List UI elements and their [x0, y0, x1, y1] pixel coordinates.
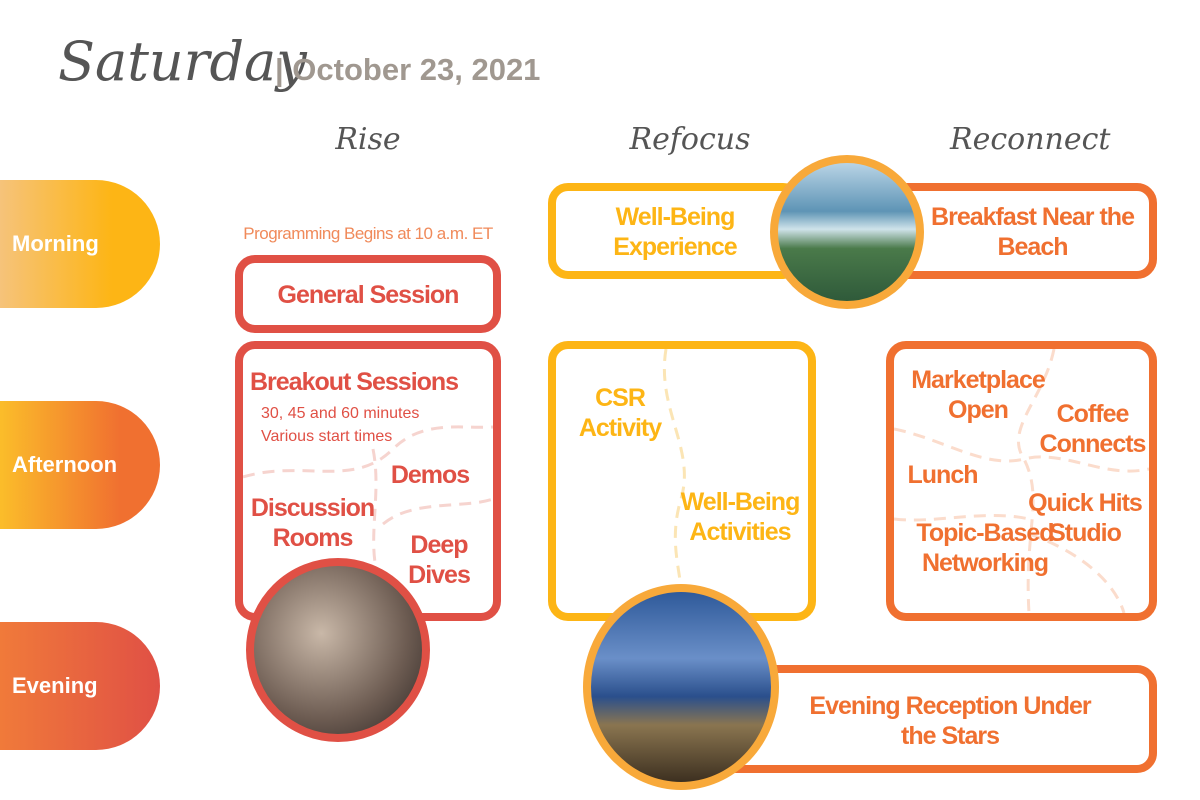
- day-title: Saturday: [58, 30, 307, 93]
- demos-label: Demos: [390, 461, 470, 489]
- marketplace-box: [886, 341, 1157, 621]
- row-label-evening: Evening: [0, 622, 160, 750]
- row-label-afternoon: Afternoon: [0, 401, 160, 529]
- column-header-reconnect: Reconnect: [950, 122, 1111, 157]
- column-header-refocus: Refocus: [629, 122, 751, 157]
- divider-lines: [662, 349, 686, 613]
- marketplace-label: Marketplace Open: [911, 366, 1046, 424]
- breakout-duration: 30, 45 and 60 minutes: [261, 405, 420, 422]
- topic-networking-label: Topic-Based Networking: [916, 519, 1054, 577]
- breakfast-box: [880, 183, 1157, 279]
- programming-note: Programming Begins at 10 a.m. ET: [243, 224, 493, 243]
- deep-dives-label: Deep Dives: [408, 531, 471, 589]
- networking-people-photo: [246, 558, 430, 742]
- general-session-box: [235, 255, 501, 333]
- evening-beach-photo: [583, 584, 779, 790]
- wellbeing-experience-label: Well-Being Experience: [613, 203, 737, 261]
- column-header-rise: Rise: [335, 122, 401, 157]
- divider-lines: [894, 349, 1149, 613]
- date-label: | October 23, 2021: [275, 52, 541, 87]
- coffee-connects-label: Coffee Connects: [1039, 400, 1147, 458]
- wellbeing-activities-label: Well-Being Activities: [680, 488, 801, 546]
- general-session-label: General Session: [277, 281, 460, 309]
- breakout-title: Breakout Sessions: [250, 368, 459, 396]
- lunch-label: Lunch: [907, 461, 979, 489]
- breakout-times: Various start times: [261, 428, 393, 445]
- beach-resort-photo: [770, 155, 924, 309]
- breakfast-label: Breakfast Near the Beach: [931, 203, 1135, 261]
- row-label-morning: Morning: [0, 180, 160, 308]
- quick-hits-label: Quick Hits Studio: [1028, 489, 1143, 547]
- discussion-rooms-label: Discussion Rooms: [250, 494, 375, 552]
- csr-activity-label: CSR Activity: [578, 384, 662, 442]
- evening-reception-label: Evening Reception Under the Stars: [809, 692, 1091, 750]
- evening-reception-box: [700, 665, 1157, 773]
